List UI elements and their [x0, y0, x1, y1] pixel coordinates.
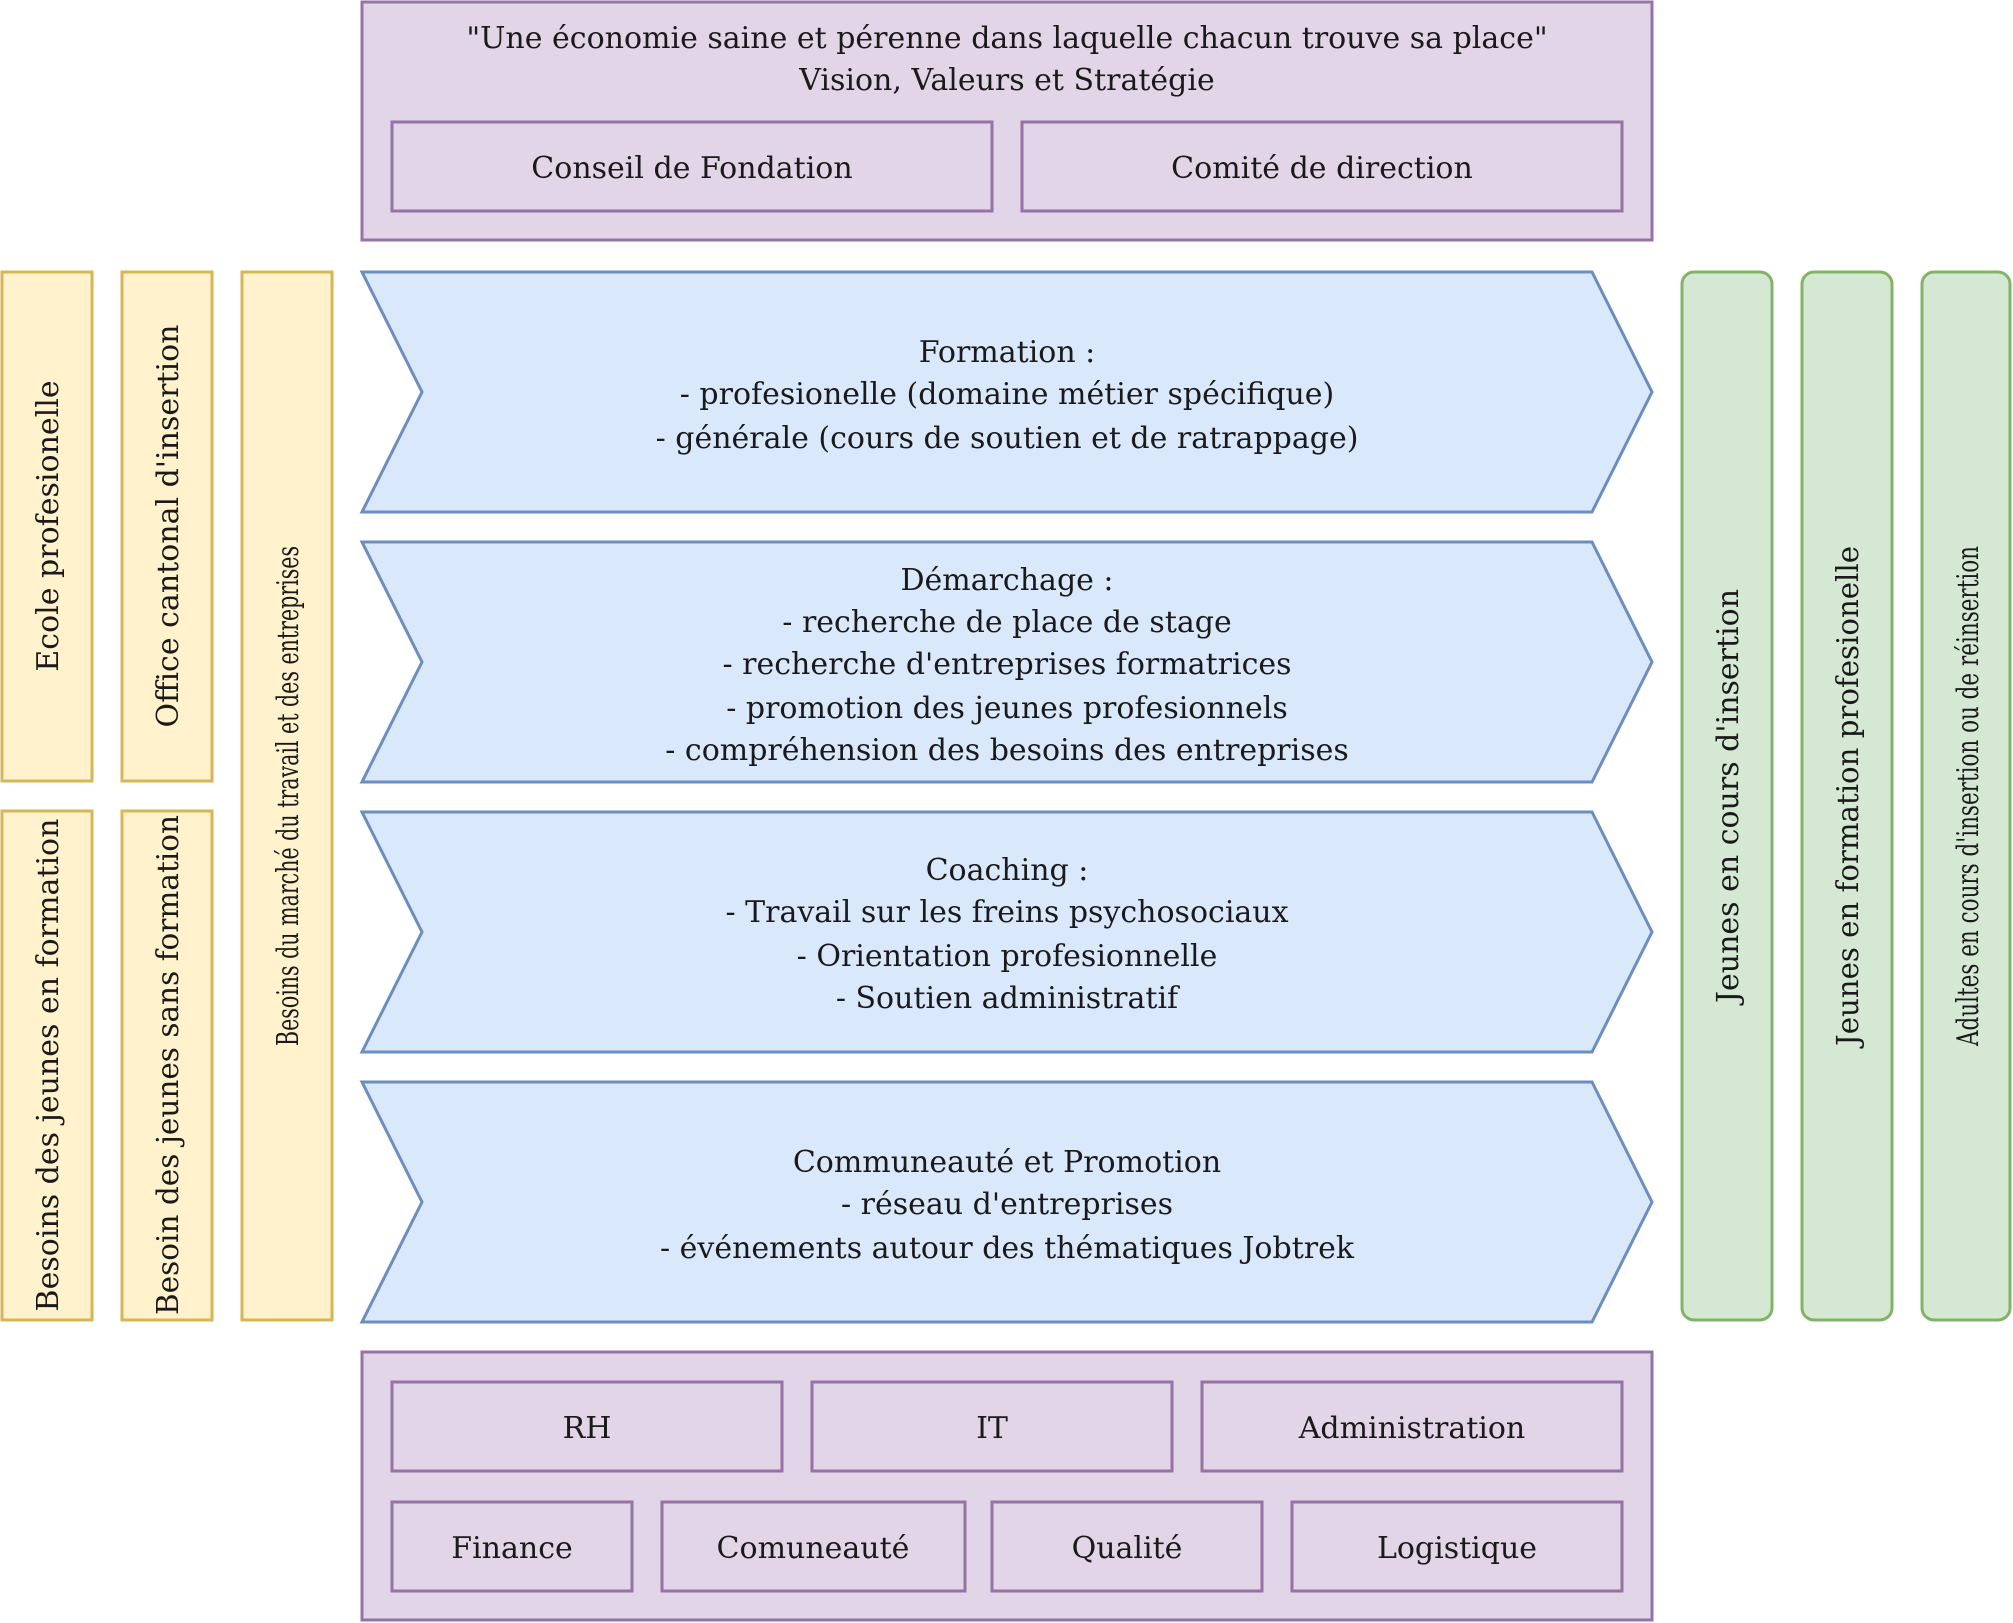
service-coaching-title: Coaching : — [926, 853, 1089, 888]
service-demarchage-title: Démarchage : — [900, 563, 1113, 598]
support-admin-label: Administration — [1298, 1411, 1526, 1446]
beneficiary-label-1: Jeunes en cours d'insertion — [1711, 589, 1746, 1006]
support-finance-box — [390, 1500, 634, 1593]
service-demarchage-line: - compréhension des besoins des entrepri… — [665, 733, 1349, 768]
right-beneficiaries: Jeunes en cours d'insertion Jeunes en fo… — [1680, 270, 2012, 1322]
comite-label: Comité de direction — [1171, 151, 1473, 186]
services: Formation : - profesionelle (domaine mét… — [359, 270, 1654, 1324]
service-demarchage-line: - promotion des jeunes profesionnels — [726, 691, 1288, 726]
support-admin-box — [1200, 1380, 1624, 1473]
service-communaute-chevron — [359, 1080, 1654, 1324]
conseil-label: Conseil de Fondation — [531, 151, 852, 186]
support-rh-box — [390, 1380, 784, 1473]
comite-box — [1020, 120, 1624, 213]
besoins-formation-label: Besoins des jeunes en formation — [31, 819, 66, 1312]
service-formation-line: - profesionelle (domaine métier spécifiq… — [680, 377, 1334, 412]
service-communaute-line: - réseau d'entreprises — [841, 1187, 1173, 1222]
support-block: RH IT Administration Finance Comuneauté … — [360, 1350, 1654, 1622]
beneficiary-box-2 — [1800, 270, 1894, 1322]
beneficiary-box-3 — [1920, 270, 2012, 1322]
service-formation-chevron — [359, 270, 1654, 514]
service-formation-line: - générale (cours de soutien et de ratra… — [656, 421, 1359, 456]
support-logistique-box — [1290, 1500, 1624, 1593]
support-communaute-label: Comuneauté — [717, 1531, 910, 1566]
support-it-box — [810, 1380, 1174, 1473]
vision-subtitle: Vision, Valeurs et Stratégie — [798, 63, 1214, 98]
office-label: Office cantonal d'insertion — [151, 325, 186, 728]
office-box — [120, 270, 214, 783]
support-qualite-box — [990, 1500, 1264, 1593]
beneficiary-label-3: Adultes en cours d'insertion ou de réins… — [1951, 546, 1986, 1047]
beneficiary-box-1 — [1680, 270, 1774, 1322]
ecole-box — [0, 270, 94, 783]
service-coaching-line: - Soutien administratif — [836, 981, 1180, 1016]
governance-block: "Une économie saine et pérenne dans laqu… — [360, 0, 1654, 242]
service-demarchage-line: - recherche de place de stage — [782, 605, 1231, 640]
support-logistique-label: Logistique — [1377, 1531, 1537, 1566]
service-coaching-line: - Travail sur les freins psychosociaux — [725, 895, 1288, 930]
besoins-sans-formation-label: Besoin des jeunes sans formation — [151, 815, 186, 1315]
service-communaute-line: - événements autour des thématiques Jobt… — [660, 1231, 1355, 1266]
ecole-label: Ecole profesionelle — [31, 380, 66, 671]
besoins-formation-box — [0, 809, 94, 1322]
support-rh-label: RH — [563, 1411, 612, 1446]
beneficiary-label-2: Jeunes en formation profesionelle — [1831, 546, 1866, 1049]
service-coaching-chevron — [359, 810, 1654, 1054]
service-formation-title: Formation : — [919, 335, 1096, 370]
support-it-label: IT — [976, 1411, 1008, 1446]
service-demarchage-chevron — [359, 540, 1654, 784]
left-inputs: Ecole profesionelle Office cantonal d'in… — [0, 270, 334, 1322]
besoins-marche-label: Besoins du marché du travail et des entr… — [271, 546, 306, 1046]
vision-slogan: "Une économie saine et pérenne dans laqu… — [466, 21, 1547, 56]
support-qualite-label: Qualité — [1072, 1531, 1183, 1566]
besoins-marche-box — [240, 270, 334, 1322]
service-coaching-line: - Orientation profesionnelle — [797, 939, 1218, 974]
service-communaute-title: Communeauté et Promotion — [793, 1145, 1221, 1180]
besoins-sans-formation-box — [120, 809, 214, 1322]
support-finance-label: Finance — [451, 1531, 573, 1566]
service-demarchage-line: - recherche d'entreprises formatrices — [722, 647, 1291, 682]
conseil-box — [390, 120, 994, 213]
support-communaute-box — [660, 1500, 967, 1593]
